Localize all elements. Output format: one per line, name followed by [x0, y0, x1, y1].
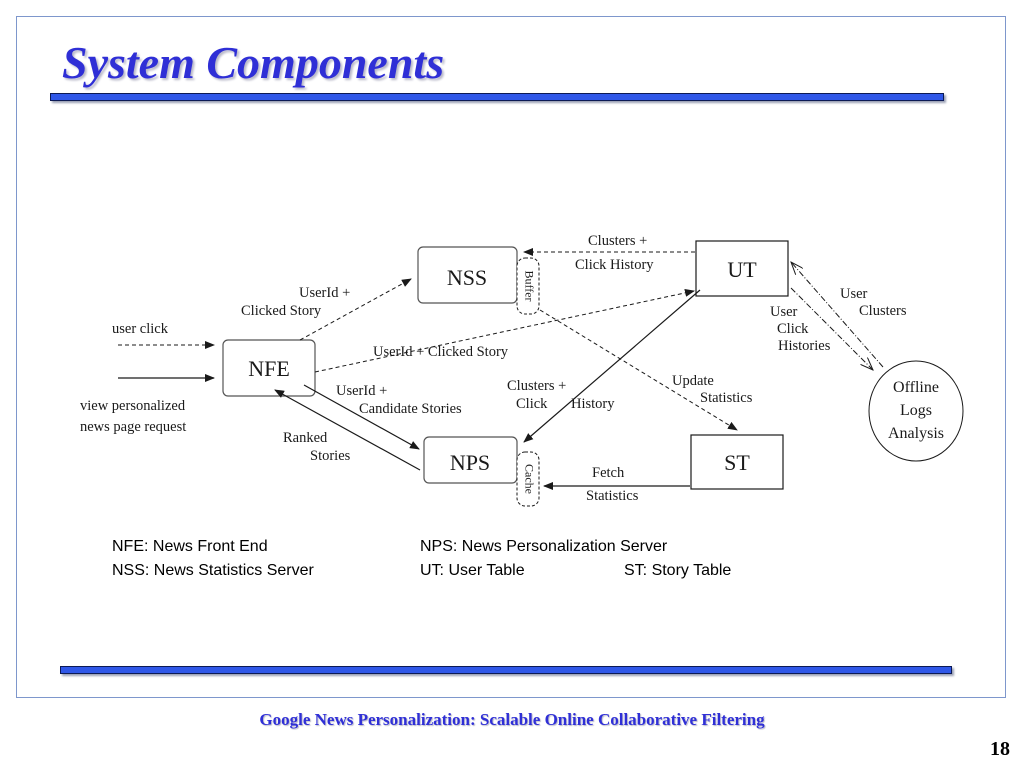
edge-nps-to-nfe: [274, 389, 421, 471]
label-clusters-nps-3: History: [571, 396, 615, 412]
label-update-1: Update: [672, 373, 714, 389]
slide-footer: Google News Personalization: Scalable On…: [259, 710, 765, 729]
label-update-2: Statistics: [700, 390, 753, 406]
legend-ut: UT: User Table: [420, 562, 525, 579]
label-userid-candidate-1: UserId +: [336, 383, 387, 399]
node-nps-label: NPS: [450, 450, 490, 475]
label-view-1: view personalized: [80, 398, 186, 414]
node-nfe: NFE: [222, 339, 316, 397]
offline-label-1: Offline: [893, 379, 939, 396]
offline-label-2: Logs: [900, 402, 932, 419]
node-nps: NPS: [423, 436, 518, 484]
label-user-clusters-1: User: [840, 286, 868, 302]
label-user-click-hist-2: Click: [777, 321, 809, 337]
label-user-clusters-2: Clusters: [859, 303, 907, 319]
cache-label: Cache: [522, 464, 536, 494]
node-nss: NSS: [417, 246, 518, 304]
label-fetch-1: Fetch: [592, 465, 625, 481]
node-st: ST: [690, 434, 784, 490]
label-userid-clicked-1: UserId +: [299, 285, 350, 301]
legend-nss: NSS: News Statistics Server: [112, 562, 314, 579]
legend-nfe: NFE: News Front End: [112, 538, 268, 555]
node-offline-logs-analysis: Offline Logs Analysis: [868, 360, 964, 462]
label-clusters-click-2: Click History: [575, 257, 654, 273]
nss-buffer: Buffer: [516, 257, 540, 315]
label-ranked-2: Stories: [310, 448, 351, 464]
title-rule: [50, 93, 944, 101]
label-clusters-nps-2: Click: [516, 396, 548, 412]
edge-ut-to-offline: [790, 287, 873, 370]
label-userid-clicked-2: Clicked Story: [241, 303, 322, 319]
node-st-label: ST: [724, 450, 750, 475]
label-userid-clicked-story: UserId + Clicked Story: [373, 344, 509, 360]
offline-label-3: Analysis: [888, 425, 944, 442]
legend-st: ST: Story Table: [624, 562, 732, 579]
node-nss-label: NSS: [447, 265, 487, 290]
edge-offline-to-ut: [791, 262, 884, 368]
label-fetch-2: Statistics: [586, 488, 639, 504]
edge-nfe-to-nss: [299, 278, 412, 341]
label-user-click-hist-3: Histories: [778, 338, 831, 354]
buffer-label: Buffer: [522, 270, 536, 301]
system-components-diagram: NSS NFE NPS UT ST Offline Logs Analysis …: [80, 233, 964, 507]
label-userid-candidate-2: Candidate Stories: [359, 401, 462, 417]
node-ut-label: UT: [727, 257, 757, 282]
label-view-2: news page request: [80, 419, 186, 435]
nps-cache: Cache: [516, 451, 540, 507]
node-nfe-label: NFE: [248, 356, 290, 381]
label-ranked-1: Ranked: [283, 430, 328, 446]
label-clusters-click-1: Clusters +: [588, 233, 647, 249]
edge-nss-to-st: [539, 309, 738, 431]
label-user-click: user click: [112, 321, 169, 337]
label-user-click-hist-1: User: [770, 304, 798, 320]
edge-nfe-to-nps: [303, 384, 420, 450]
footer-rule: [60, 666, 952, 674]
legend-nps: NPS: News Personalization Server: [420, 538, 668, 555]
edge-ut-to-nps: [523, 289, 701, 443]
page-number: 18: [990, 738, 1010, 760]
edge-nfe-to-ut: [314, 288, 695, 373]
slide-title: System Components: [62, 37, 445, 88]
slide-frame: [16, 16, 1006, 698]
node-ut: UT: [695, 240, 789, 297]
label-clusters-nps-1: Clusters +: [507, 378, 566, 394]
